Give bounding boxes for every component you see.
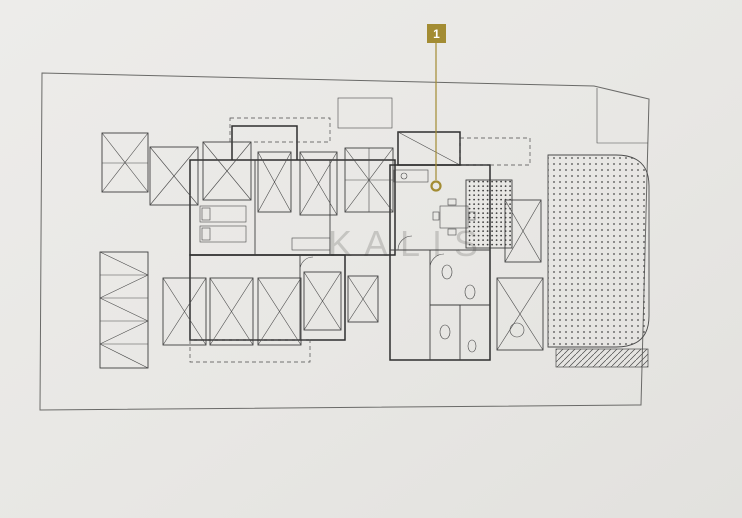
washbasin	[467, 339, 477, 353]
pillow	[201, 227, 211, 241]
dashed-outlines	[189, 117, 531, 363]
chair	[432, 211, 440, 221]
unit-marker-label: 1	[433, 27, 440, 41]
pillow	[201, 207, 211, 221]
door-arcs	[299, 235, 445, 271]
inner-dotted-patio	[465, 179, 513, 249]
terrace-paved-area	[547, 154, 650, 368]
chair	[447, 198, 457, 206]
parking-area	[99, 132, 544, 369]
unit-marker	[430, 43, 442, 192]
parking-stall-column	[99, 251, 149, 369]
toilet	[441, 264, 453, 280]
parking-stall	[149, 146, 199, 206]
parking-stall	[299, 151, 338, 216]
parking-stall	[101, 132, 149, 193]
parking-stall	[202, 141, 252, 201]
apartment-block	[389, 164, 491, 361]
parking-stall	[303, 271, 342, 331]
lower-room-block	[189, 254, 346, 341]
marker-target-circle	[430, 180, 442, 192]
kitchen-counter	[393, 169, 429, 183]
roof-outline	[337, 97, 393, 129]
parking-stall	[257, 151, 292, 213]
chair	[468, 211, 476, 221]
parking-stall	[209, 277, 254, 346]
sofa	[291, 237, 331, 251]
furniture	[199, 169, 477, 353]
parking-stall	[496, 277, 544, 351]
hatched-strip	[555, 348, 649, 368]
stair-core	[344, 147, 394, 213]
parking-stall	[257, 277, 302, 346]
unit-marker-badge[interactable]: 1	[427, 24, 446, 43]
chair	[447, 228, 457, 236]
dining-table	[439, 205, 469, 229]
toilet	[439, 324, 451, 340]
stair-core	[347, 275, 379, 323]
bed	[199, 205, 247, 223]
tree-symbol	[509, 322, 525, 338]
parking-stall	[162, 277, 207, 346]
bed	[199, 225, 247, 243]
toilet	[464, 284, 476, 300]
watermark: KALIS	[328, 223, 490, 264]
sink	[400, 172, 408, 180]
parking-stall	[504, 199, 542, 263]
